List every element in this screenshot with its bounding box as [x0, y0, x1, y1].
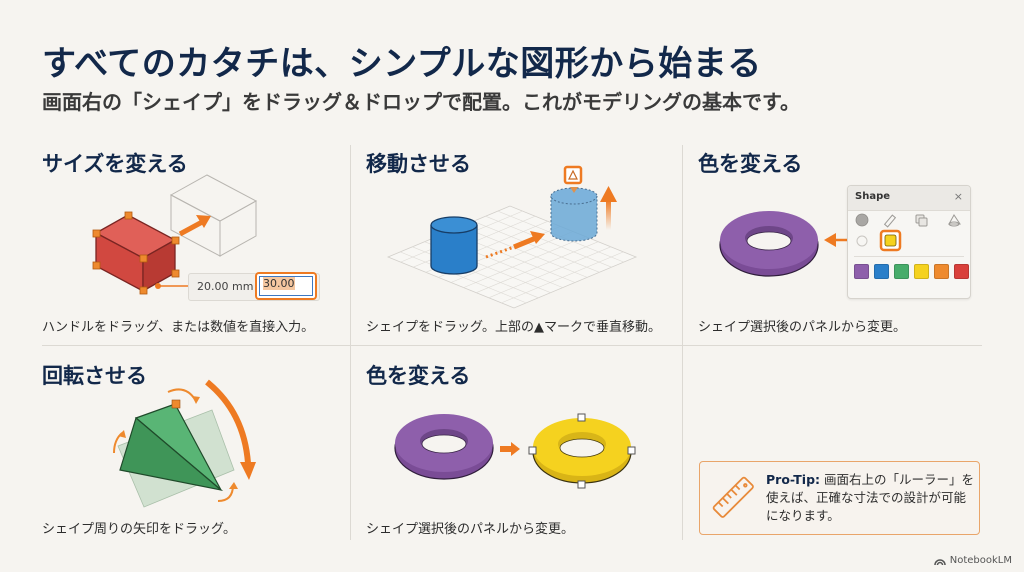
arrow-icon — [178, 215, 211, 237]
grid-line — [463, 236, 586, 288]
resize-handle[interactable] — [139, 254, 148, 263]
large-rotate-arrow-icon — [205, 379, 251, 464]
shape-panel: Shape × — [847, 185, 971, 299]
column-divider-2 — [682, 145, 683, 540]
rotate-icon[interactable] — [856, 235, 868, 247]
color-swatches — [854, 264, 969, 279]
solid-icon[interactable] — [855, 213, 869, 227]
up-triangle-icon — [568, 169, 578, 180]
swatch-orange[interactable] — [934, 264, 949, 279]
dimension-editor: 20.00 mm 30.00 — [188, 272, 320, 301]
grid-line — [461, 226, 588, 278]
dimension-current-value: 20.00 mm — [197, 280, 254, 293]
cylinder-shape — [430, 216, 478, 275]
panel-divider — [854, 256, 964, 257]
grid-line — [488, 246, 611, 299]
color-change-illustration — [394, 413, 636, 489]
swatch-yellow[interactable] — [914, 264, 929, 279]
cell-desc-color-2: シェイプ選択後のパネルから変更。 — [366, 522, 575, 537]
dimension-input-value: 30.00 — [263, 277, 295, 290]
duplicate-icon[interactable] — [915, 214, 928, 227]
resize-handle[interactable] — [124, 211, 133, 220]
arrow-icon — [530, 231, 545, 244]
pencil-icon[interactable] — [883, 214, 897, 228]
grid-line — [501, 251, 624, 304]
page-subtitle: 画面右の「シェイプ」をドラッグ＆ドロップで配置。これがモデリングの基本です。 — [42, 90, 800, 114]
cell-desc-rotate: シェイプ周りの矢印をドラッグ。 — [42, 522, 236, 537]
pro-tip-text: Pro-Tip: 画面右上の「ルーラー」を使えば、正確な寸法での設計が可能になり… — [766, 471, 976, 525]
grid-line — [450, 231, 574, 283]
pro-tip-label: Pro-Tip: — [766, 472, 821, 487]
cell-title-resize: サイズを変える — [42, 152, 188, 176]
cell-title-rotate: 回転させる — [42, 364, 147, 388]
ghost-box — [169, 174, 258, 257]
selection-handle[interactable] — [528, 446, 537, 455]
arrow-right-icon — [511, 442, 520, 456]
row-divider — [42, 345, 982, 346]
rotate-illustration — [113, 379, 256, 508]
selection-handles — [528, 413, 636, 489]
red-box — [94, 214, 177, 293]
arrow-left-icon — [824, 233, 836, 247]
resize-handle[interactable] — [92, 229, 101, 238]
ruler-icon — [712, 476, 754, 518]
hole-icon[interactable] — [948, 214, 961, 227]
close-icon[interactable]: × — [953, 190, 963, 203]
cell-title-move: 移動させる — [366, 152, 471, 176]
cell-desc-resize: ハンドルをドラッグ、または数値を直接入力。 — [42, 320, 315, 335]
grid-line — [476, 241, 599, 293]
grid-line — [473, 221, 600, 273]
shape-panel-header: Shape × — [848, 186, 970, 211]
swatch-green[interactable] — [894, 264, 909, 279]
cell-title-color-2: 色を変える — [366, 364, 471, 388]
resize-handle[interactable] — [139, 286, 148, 295]
grid-line — [485, 215, 612, 268]
selection-handle[interactable] — [627, 446, 636, 455]
torus-purple — [394, 414, 494, 480]
down-triangle-icon — [570, 187, 578, 193]
pro-tip-box: Pro-Tip: 画面右上の「ルーラー」を使えば、正確な寸法での設計が可能になり… — [699, 461, 980, 535]
dimension-input-highlight: 30.00 — [255, 272, 317, 300]
shape-panel-title: Shape — [855, 191, 891, 202]
resize-handle[interactable] — [171, 236, 180, 245]
torus-yellow — [532, 418, 632, 484]
swatch-purple[interactable] — [854, 264, 869, 279]
color-icon — [884, 234, 897, 247]
resize-illustration — [92, 174, 258, 295]
notebooklm-logo-icon — [934, 559, 946, 566]
page-title: すべてのカタチは、シンプルな図形から始まる — [42, 44, 762, 84]
ghost-cylinder — [550, 187, 598, 242]
selection-handle[interactable] — [577, 480, 586, 489]
color-illustration — [719, 211, 872, 277]
move-illustration — [386, 165, 638, 309]
pyramid-shape — [119, 403, 224, 492]
shape-panel-tools — [855, 213, 961, 252]
selection-handle[interactable] — [577, 413, 586, 422]
resize-handle[interactable] — [92, 261, 101, 270]
resize-handle[interactable] — [171, 269, 180, 278]
brand-name: NotebookLM — [949, 555, 1012, 566]
column-divider-1 — [350, 145, 351, 540]
up-arrow-icon — [600, 186, 617, 202]
rotate-handle[interactable] — [171, 399, 181, 409]
dimension-input[interactable]: 30.00 — [259, 276, 313, 296]
pro-tip-body: 画面右上の「ルーラー」を使えば、正確な寸法での設計が可能になります。 — [766, 472, 975, 523]
brand-watermark: NotebookLM — [934, 555, 1012, 566]
cell-desc-color: シェイプ選択後のパネルから変更。 — [698, 320, 907, 335]
cell-title-color: 色を変える — [698, 152, 803, 176]
swatch-red[interactable] — [954, 264, 969, 279]
resize-handles — [92, 211, 180, 295]
swatch-blue[interactable] — [874, 264, 889, 279]
lift-handle[interactable] — [563, 165, 583, 185]
cell-desc-move: シェイプをドラッグ。上部の▲マークで垂直移動。 — [366, 320, 661, 335]
torus-purple — [719, 211, 819, 277]
